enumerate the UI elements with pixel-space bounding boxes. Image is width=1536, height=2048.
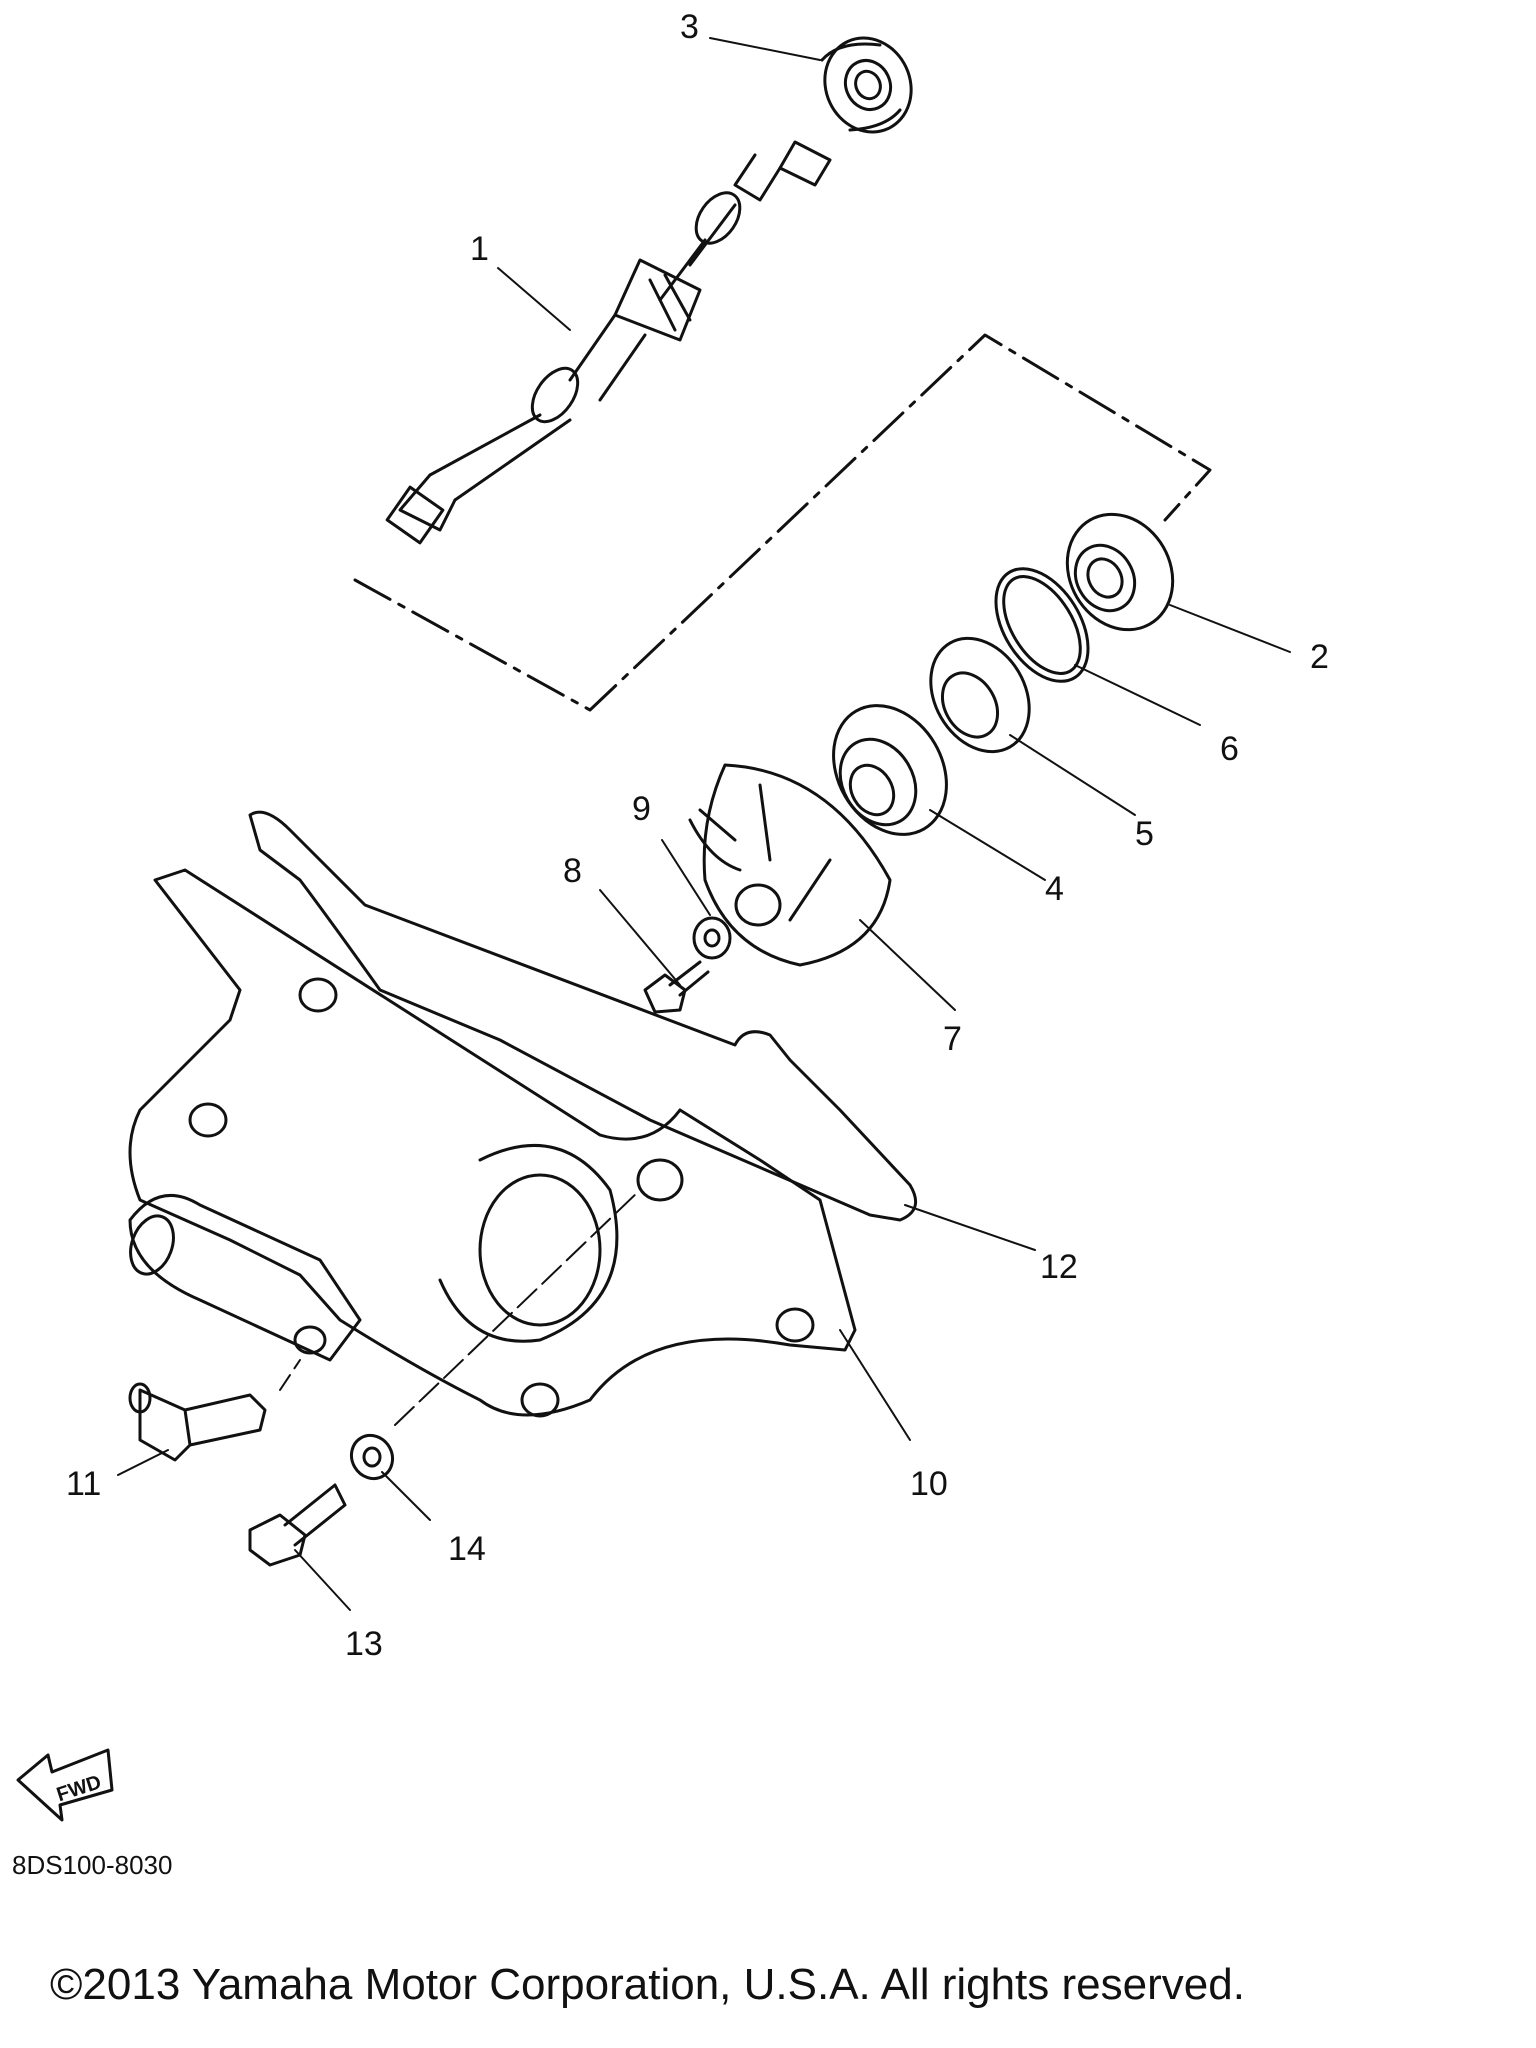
part-10-pump-housing: [128, 868, 857, 1418]
part-14-washer: [349, 1433, 395, 1481]
callout-6: 6: [1220, 730, 1239, 768]
part-4-mechanical-seal: [832, 704, 948, 836]
callout-1: 1: [470, 230, 489, 268]
callout-7: 7: [943, 1020, 962, 1058]
callout-12: 12: [1040, 1248, 1078, 1286]
callout-8: 8: [563, 852, 582, 890]
part-7-impeller: [688, 763, 892, 967]
part-3-bearing: [820, 36, 913, 134]
part-code: 8DS100-8030: [12, 1850, 173, 1880]
callout-4: 4: [1045, 870, 1064, 908]
leader-lines: [117, 37, 1291, 1611]
forward-arrow-icon: [16, 1748, 114, 1822]
callout-14: 14: [448, 1530, 486, 1568]
callout-5: 5: [1135, 815, 1154, 853]
callout-13: 13: [345, 1625, 383, 1663]
callout-10: 10: [910, 1465, 948, 1503]
part-13-bolt: [248, 1483, 347, 1567]
part-1-shaft: [385, 140, 832, 545]
callout-3: 3: [680, 8, 699, 46]
pump-inlet-pipe: [128, 1193, 362, 1362]
part-9-washer: [692, 916, 732, 960]
callout-9: 9: [632, 790, 651, 828]
copyright-notice: ©2013 Yamaha Motor Corporation, U.S.A. A…: [50, 1960, 1245, 2009]
callout-2: 2: [1310, 638, 1329, 676]
part-6-circlip: [994, 567, 1090, 683]
assembly-bracket-line: [353, 333, 1212, 712]
callout-labels: 3 1 2 6 5 4 9 8 7 12 10 11 14 13: [66, 8, 1329, 1663]
part-12-gasket: [248, 810, 918, 1222]
part-8-bolt: [643, 960, 710, 1014]
callout-11: 11: [66, 1465, 101, 1503]
part-5-seal: [929, 636, 1031, 754]
part-11-fitting: [128, 1382, 267, 1462]
part-2-bearing: [1065, 512, 1175, 632]
